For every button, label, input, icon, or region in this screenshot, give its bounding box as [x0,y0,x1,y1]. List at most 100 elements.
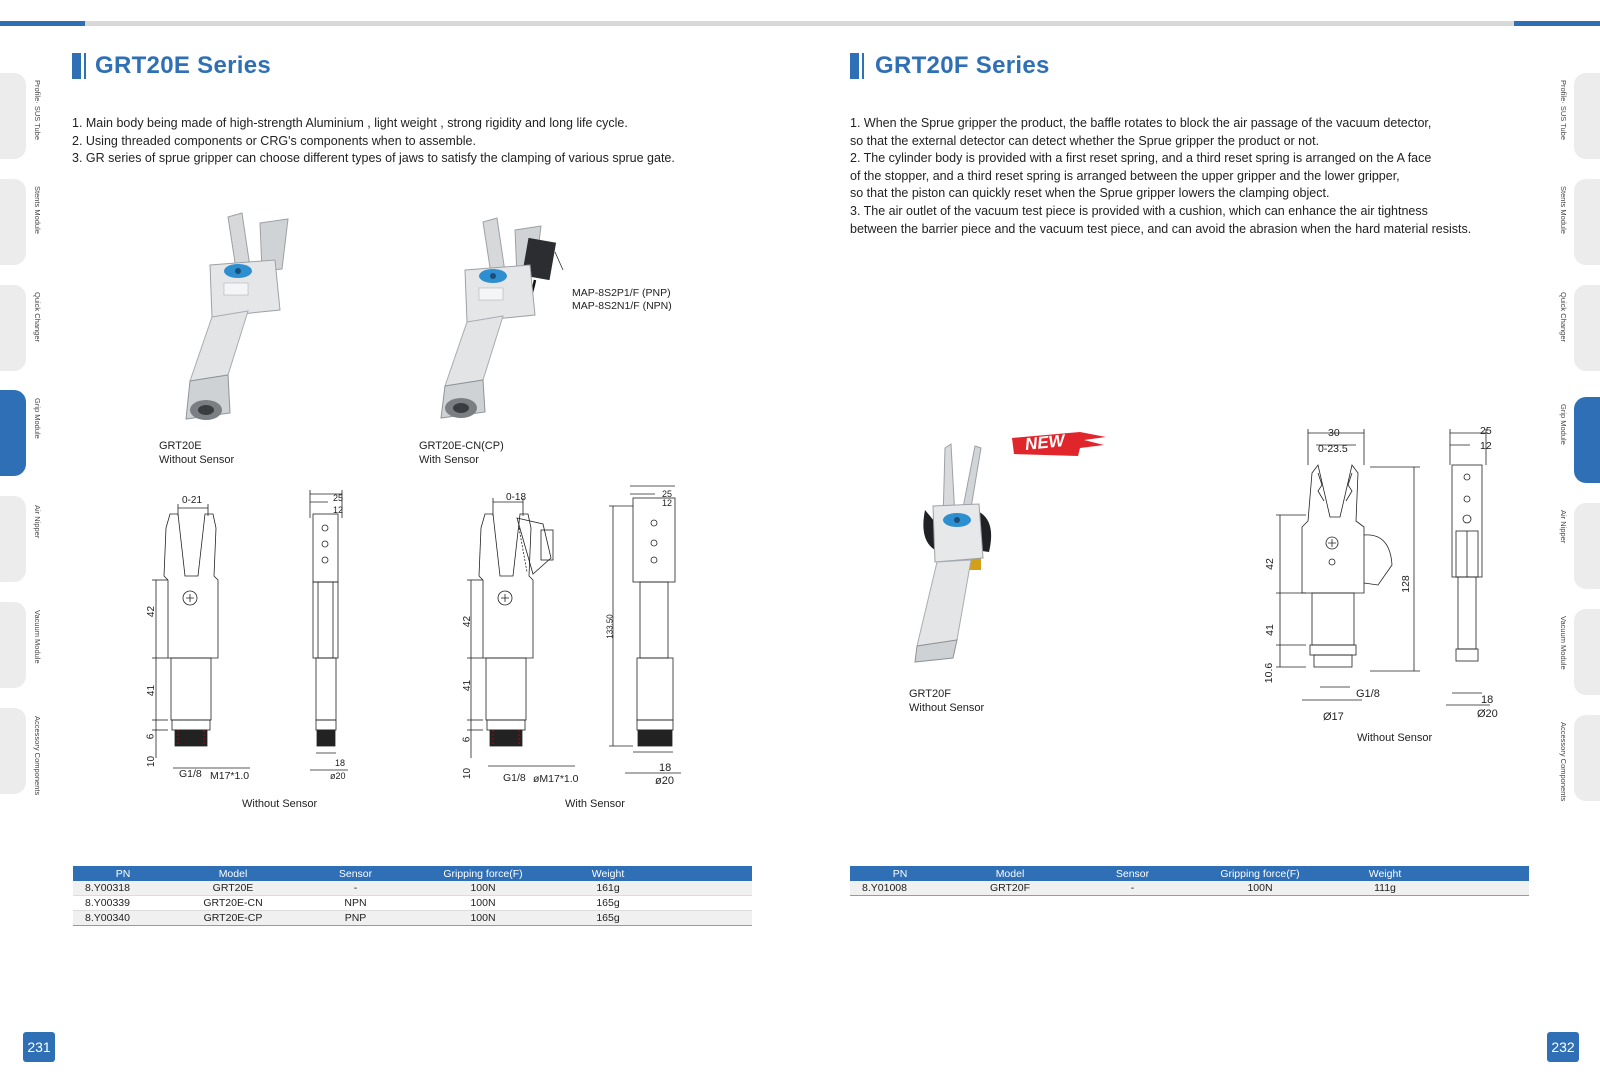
dim-label: 18 [1481,694,1494,706]
table-cell: GRT20E-CN [173,895,293,911]
dim-label: 12 [662,498,673,508]
dim-label: 12 [333,505,344,515]
table-cell: GRT20E-CP [173,910,293,926]
side-tab-grip-module[interactable] [1574,397,1600,483]
column-header: PN [73,866,173,881]
dim-label: 25 [1480,425,1492,437]
side-tab-accessory[interactable] [0,708,26,794]
product-variant: Without Sensor [159,454,235,466]
side-tab-label: Accessory Components [33,716,42,796]
column-header: Gripping force(F) [1195,866,1325,881]
dim-label: 25 [333,493,344,503]
new-badge [1012,432,1106,456]
column-header: Model [950,866,1070,881]
table-cell: 111g [1325,881,1445,896]
side-tab-label: Stents Module [1559,186,1568,234]
description-line: 1. Main body being made of high-strength… [72,116,628,130]
side-tab-air-nipper[interactable] [0,496,26,582]
top-rule [0,21,1600,26]
dim-label: 128 [1399,575,1412,593]
column-header: Gripping force(F) [418,866,548,881]
dim-label: 0-23.5 [1318,443,1348,455]
dim-label: 133.50 [605,614,615,639]
side-tab-vacuum[interactable] [1574,609,1600,695]
product-model: GRT20F [909,688,951,700]
product-caption: GRT20F Without Sensor [909,687,984,715]
description-line: so that the external detector can detect… [850,133,1320,148]
dim-label: 18 [335,758,346,768]
description-line: 1. When the Sprue gripper the product, t… [850,116,1432,130]
product-variant: With Sensor [419,454,479,466]
side-tab-label: Air Nipper [1559,510,1568,544]
side-tab-label: Profile· SUS Tube [33,80,42,141]
table-cell: 165g [548,895,668,911]
dim-label: 41 [1263,624,1276,636]
drawing-caption: Without Sensor [242,798,318,810]
side-tab-label: Grip Module [1559,404,1568,445]
page-number: 232 [1547,1032,1579,1062]
top-rule-accent-left [0,21,85,26]
side-tab-label: Stents Module [33,186,42,234]
table-cell: 8.Y01008 [850,881,950,896]
column-header: Weight [548,866,668,881]
column-header: Sensor [1070,866,1195,881]
table-cell: 100N [418,910,548,926]
dim-label: M17*1.0 [210,770,250,782]
spec-table: PN Model Sensor Gripping force(F) Weight… [73,866,752,926]
side-tab-stents[interactable] [0,179,26,265]
table-cell: PNP [293,910,418,926]
side-tab-profile[interactable] [0,73,26,159]
side-tab-vacuum[interactable] [0,602,26,688]
side-tab-label: Vacuum Module [33,610,42,664]
table-cell: 8.Y00318 [73,881,173,896]
column-header: PN [850,866,950,881]
dim-label: 42 [462,615,474,628]
dim-label: øM17*1.0 [533,773,579,785]
side-tab-quick-changer[interactable] [0,285,26,371]
side-tab-stents[interactable] [1574,179,1600,265]
description-line: between the barrier piece and the vacuum… [850,221,1472,236]
side-tab-accessory[interactable] [1574,715,1600,801]
side-tab-label: Grip Module [33,398,42,439]
table-row: 8.Y01008 GRT20F - 100N 111g [850,881,1529,896]
description: 1. Main body being made of high-strength… [72,115,675,168]
page-title: GRT20E Series [95,52,271,79]
table-cell-spacer [668,895,752,911]
dim-label: G1/8 [179,768,202,780]
grt20e-cn-product-image [440,217,564,419]
dim-label: 42 [1263,558,1276,570]
dim-label: ø20 [655,775,674,787]
side-tab-label: Quick Changer [1559,292,1568,343]
table-cell: 161g [548,881,668,896]
grt20f-product-image [914,443,992,663]
title-marker [850,53,864,79]
description-line: 3. The air outlet of the vacuum test pie… [850,203,1428,218]
drawing-caption: With Sensor [565,798,625,810]
grt20f-dimension-drawing [1276,429,1490,706]
description: 1. When the Sprue gripper the product, t… [850,115,1471,238]
description-line: 3. GR series of sprue gripper can choose… [72,151,675,166]
sensor-callout: MAP-8S2P1/F (PNP) MAP-8S2N1/F (NPN) [572,287,672,313]
side-tab-grip-module[interactable] [0,390,26,476]
side-tab-air-nipper[interactable] [1574,503,1600,589]
dim-label: Ø20 [1477,708,1498,720]
dim-label: 0-21 [182,495,203,506]
side-tab-label: Profile· SUS Tube [1559,80,1568,141]
table-cell-spacer [1445,881,1529,896]
table-cell: - [1070,881,1195,896]
table-cell: 100N [1195,881,1325,896]
sensor-model-pnp: MAP-8S2P1/F (PNP) [572,287,671,299]
new-badge-label: NEW [1024,430,1066,455]
page-number: 231 [23,1032,55,1062]
dim-label: 41 [462,679,474,692]
table-cell: NPN [293,895,418,911]
dim-label: 18 [659,762,672,774]
column-header: Model [173,866,293,881]
table-cell: 100N [418,881,548,896]
side-tab-quick-changer[interactable] [1574,285,1600,371]
side-tab-profile[interactable] [1574,73,1600,159]
column-header: Sensor [293,866,418,881]
side-tab-label: Vacuum Module [1559,616,1568,670]
dim-label: ø20 [330,771,346,781]
grt20e-cn-dimension-drawing [467,485,681,774]
